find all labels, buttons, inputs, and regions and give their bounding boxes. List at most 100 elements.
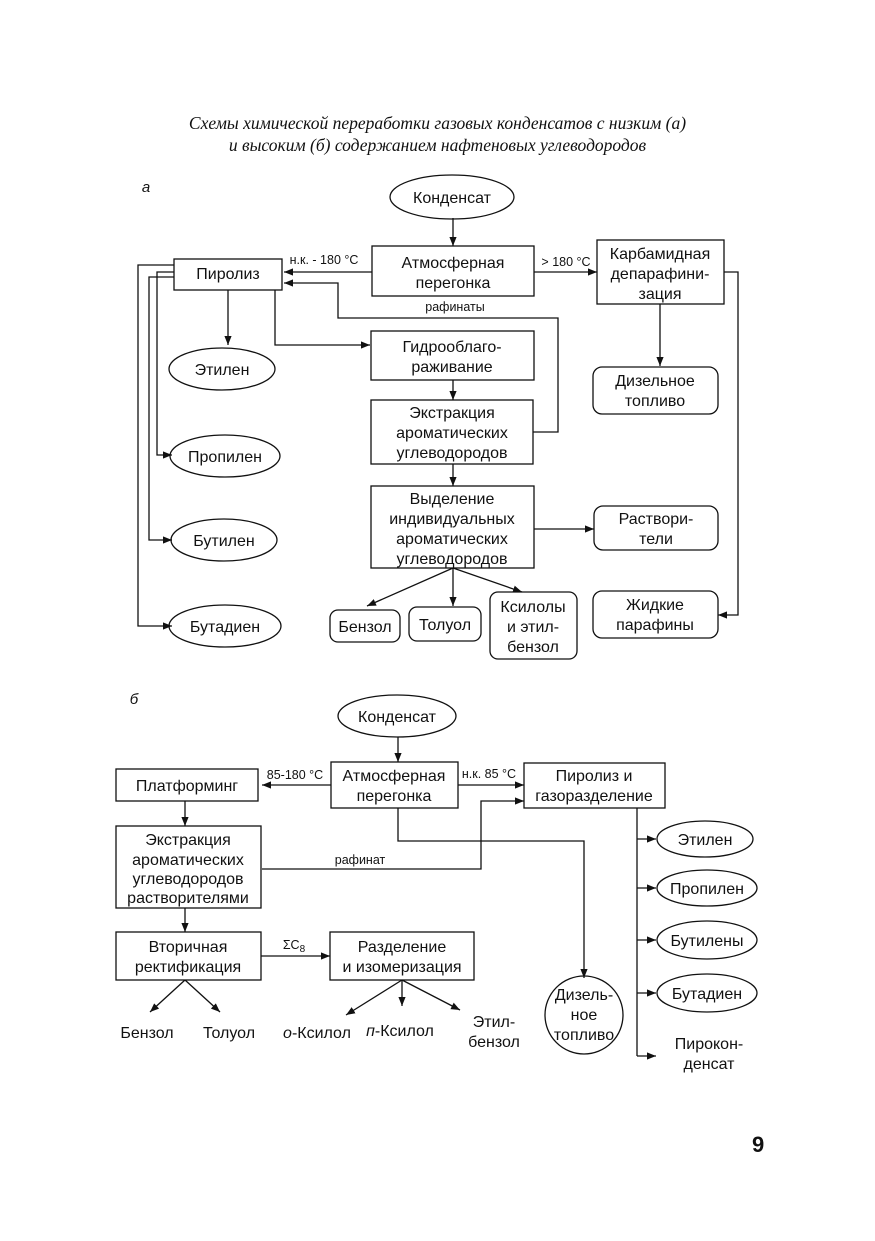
text-b-diesel-1: Дизель- bbox=[555, 987, 613, 1004]
text-b-ethylene: Этилен bbox=[678, 832, 733, 849]
node-b-ethylene bbox=[656, 820, 754, 858]
text-a-benzene: Бензол bbox=[338, 619, 391, 636]
node-a-toluene bbox=[408, 606, 482, 642]
diagram-b-text: б Конденсат Атмосферная перегонка Платфо… bbox=[120, 691, 744, 1073]
text-a-pyrolysis: Пиролиз bbox=[196, 266, 260, 283]
node-a-condensate bbox=[389, 174, 515, 220]
text-a-dewaxing-3: зация bbox=[639, 286, 682, 303]
text-b-diesel-2: ное bbox=[571, 1007, 598, 1024]
edge-a-pyrolysis-hydrotreating bbox=[274, 290, 370, 349]
edge-a-raffinates bbox=[284, 279, 559, 433]
text-a-dewaxing-2: депарафини- bbox=[611, 266, 710, 283]
text-b-ethylbenzene-2: бензол bbox=[468, 1034, 520, 1051]
text-b-toluene: Толуол bbox=[203, 1025, 255, 1042]
text-b-pxylene-name: -Ксилол bbox=[375, 1023, 434, 1040]
edge-label-b-85-180: 85-180 °С bbox=[267, 768, 323, 782]
text-a-isolation-4: углеводородов bbox=[397, 551, 508, 568]
text-b-pxylene: п-Ксилол bbox=[366, 1023, 434, 1040]
node-b-butylenes bbox=[656, 920, 758, 960]
edge-b-rectification-toluene bbox=[184, 979, 221, 1013]
node-a-propylene bbox=[169, 434, 281, 478]
text-b-condensate: Конденсат bbox=[358, 709, 437, 726]
edge-b-separation-oxylene bbox=[345, 979, 403, 1016]
node-a-diesel bbox=[592, 366, 719, 415]
text-b-pyrocondensate-2: денсат bbox=[684, 1056, 736, 1073]
edge-b-separation-ethylbenzene bbox=[401, 979, 461, 1011]
figure-caption: Схемы химической переработки газовых кон… bbox=[0, 112, 875, 156]
text-a-isolation-2: индивидуальных bbox=[389, 511, 515, 528]
edge-a-dewaxing-paraffins bbox=[718, 271, 739, 619]
edge-a-isolation-benzene bbox=[366, 567, 454, 607]
diagram-b bbox=[115, 694, 758, 1060]
text-b-rectification-2: ректификация bbox=[135, 959, 241, 976]
edge-label-b-sum-c8-main: ΣC bbox=[283, 938, 300, 952]
node-a-butadiene bbox=[168, 604, 282, 648]
node-a-pyrolysis bbox=[173, 258, 283, 291]
text-a-solvents-1: Раствори- bbox=[619, 511, 694, 528]
edge-label-b-raffinate: рафинат bbox=[335, 853, 386, 867]
text-b-butylenes: Бутилены bbox=[671, 933, 744, 950]
label-b: б bbox=[130, 691, 139, 708]
node-a-extraction bbox=[370, 399, 534, 465]
text-a-propylene: Пропилен bbox=[188, 449, 262, 466]
edge-label-a-gt180: > 180 °С bbox=[541, 255, 590, 269]
text-a-diesel-2: топливо bbox=[625, 393, 685, 410]
text-b-separation-2: и изомеризация bbox=[342, 959, 461, 976]
text-b-oxylene-prefix: о bbox=[283, 1025, 292, 1042]
text-a-distillation-2: перегонка bbox=[416, 275, 491, 292]
text-b-pyrolysis-1: Пиролиз и bbox=[556, 768, 633, 785]
text-a-solvents-2: тели bbox=[639, 531, 673, 548]
text-b-diesel-3: топливо bbox=[554, 1027, 614, 1044]
node-a-paraffins bbox=[592, 590, 719, 639]
text-a-xylenes-1: Ксилолы bbox=[500, 599, 565, 616]
node-b-diesel bbox=[544, 975, 624, 1055]
text-a-paraffins-2: парафины bbox=[616, 617, 694, 634]
edge-label-b-sum-c8-sub: 8 bbox=[300, 944, 306, 955]
text-b-oxylene-name: -Ксилол bbox=[292, 1025, 351, 1042]
node-a-xylenes bbox=[489, 591, 578, 660]
node-b-condensate bbox=[337, 694, 457, 738]
diagram-a-text: а Конденсат Атмосферная перегонка Пироли… bbox=[142, 179, 710, 656]
text-a-xylenes-3: бензол bbox=[507, 639, 559, 656]
node-a-ethylene bbox=[168, 347, 276, 391]
diagram-a bbox=[137, 174, 739, 660]
page-number: 9 bbox=[752, 1132, 765, 1157]
node-a-hydrotreating bbox=[370, 330, 535, 381]
edge-a-pyrolysis-butadiene bbox=[137, 264, 174, 630]
text-a-hydrotreating-2: раживание bbox=[411, 359, 492, 376]
text-b-extraction-1: Экстракция bbox=[145, 832, 231, 849]
text-a-ethylene: Этилен bbox=[195, 362, 250, 379]
edge-b-raffinate bbox=[262, 797, 524, 870]
edge-label-b-sum-c8: ΣC8 bbox=[283, 938, 306, 955]
text-a-dewaxing-1: Карбамидная bbox=[610, 246, 710, 263]
node-a-butylene bbox=[170, 518, 278, 562]
node-a-isolation bbox=[370, 485, 535, 569]
node-a-dewaxing bbox=[596, 239, 725, 305]
edge-a-isolation-xylenes bbox=[452, 567, 523, 593]
text-a-diesel-1: Дизельное bbox=[615, 373, 695, 390]
text-a-paraffins-1: Жидкие bbox=[626, 597, 684, 614]
text-b-distillation-1: Атмосферная bbox=[343, 768, 446, 785]
text-b-ethylbenzene-1: Этил- bbox=[473, 1014, 515, 1031]
text-b-rectification-1: Вторичная bbox=[149, 939, 228, 956]
text-b-separation-1: Разделение bbox=[358, 939, 447, 956]
text-a-distillation-1: Атмосферная bbox=[402, 255, 505, 272]
edge-b-distillation-diesel bbox=[397, 808, 588, 978]
node-b-separation bbox=[329, 931, 475, 981]
text-a-isolation-3: ароматических bbox=[396, 531, 508, 548]
label-a: а bbox=[142, 179, 150, 196]
edge-a-pyrolysis-butylene bbox=[148, 276, 174, 544]
edge-b-rectification-benzene bbox=[149, 979, 186, 1013]
node-b-pyrolysis bbox=[523, 762, 666, 809]
edge-label-b-ibp-85: н.к. 85 °С bbox=[462, 767, 516, 781]
text-b-oxylene: о-Ксилол bbox=[283, 1025, 351, 1042]
node-b-extraction bbox=[115, 825, 262, 909]
edge-label-a-raffinates: рафинаты bbox=[425, 300, 484, 314]
text-b-pyrocondensate-1: Пирокон- bbox=[675, 1036, 743, 1053]
text-b-benzene: Бензол bbox=[120, 1025, 173, 1042]
text-a-extraction-3: углеводородов bbox=[397, 445, 508, 462]
node-a-distillation bbox=[371, 245, 535, 297]
text-b-extraction-4: растворителями bbox=[127, 890, 249, 907]
text-b-distillation-2: перегонка bbox=[357, 788, 432, 805]
